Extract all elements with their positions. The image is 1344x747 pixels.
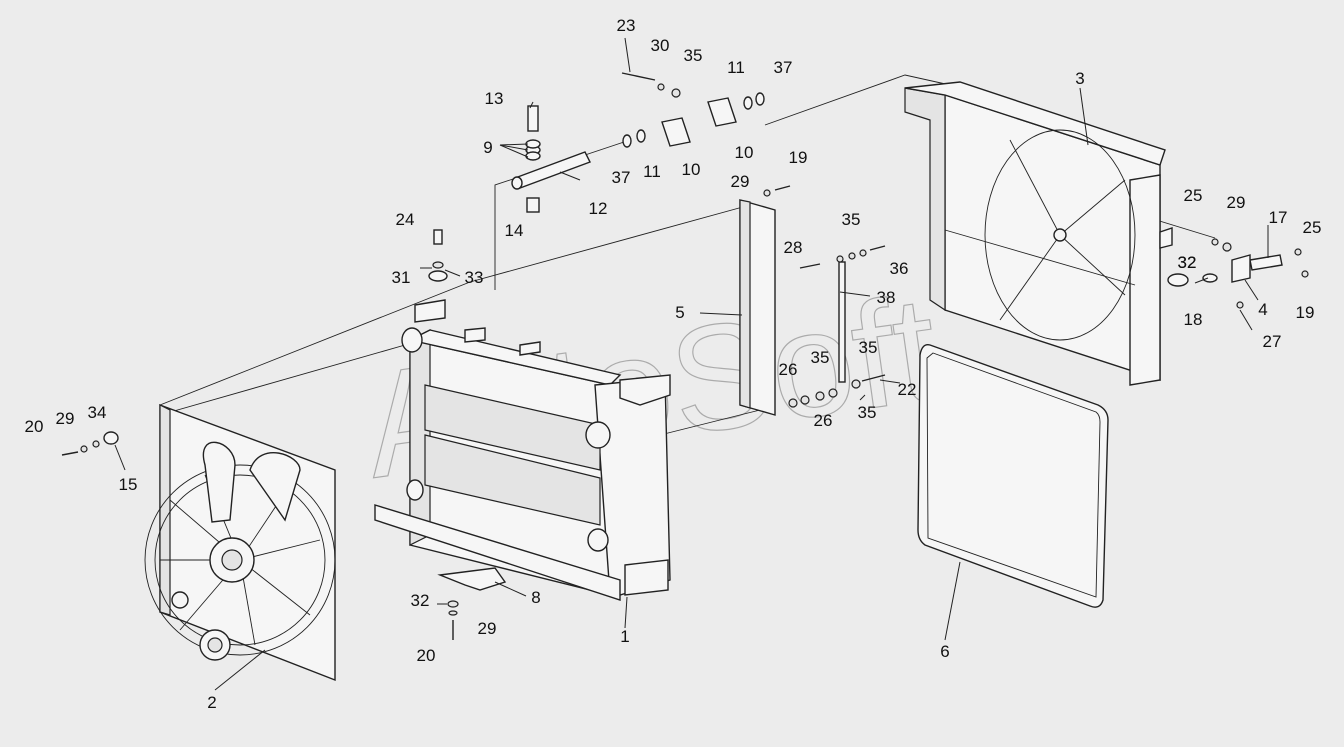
callout-6: 6 [940,642,949,661]
callout-17: 17 [1269,208,1288,227]
callout-12: 12 [589,199,608,218]
callout-35: 35 [859,338,878,357]
bolt-group-left [61,431,119,456]
callout-3: 3 [1075,69,1084,88]
latch-part-17 [1202,238,1309,309]
callout-35: 35 [842,210,861,229]
assembly-axis-lines [159,74,1216,441]
callout-25: 25 [1184,186,1203,205]
callout-19: 19 [789,148,808,167]
fan-shroud-assembly [144,403,336,682]
rod-part-38 [838,261,846,383]
callout-25: 25 [1303,218,1322,237]
frame-part-3 [904,81,1189,386]
callout-35: 35 [684,46,703,65]
callout-5: 5 [675,303,684,322]
callout-13: 13 [485,89,504,108]
callout-29: 29 [731,172,750,191]
callout-11: 11 [643,162,661,181]
callout-32: 32 [1178,253,1197,272]
callout-2: 2 [207,693,216,712]
callout-29: 29 [1227,193,1246,212]
callout-29: 29 [478,619,497,638]
callout-8: 8 [531,588,540,607]
leader-lines [114,37,1269,691]
callout-26: 26 [779,360,798,379]
callout-34: 34 [88,403,107,422]
callout-15: 15 [119,475,138,494]
callout-32: 32 [411,591,430,610]
callout-32: 32 [1178,253,1197,272]
callout-10: 10 [735,143,754,162]
callout-35: 35 [811,348,830,367]
callout-38: 38 [877,288,896,307]
callout-35: 35 [858,403,877,422]
callout-30: 30 [651,36,670,55]
callout-37: 37 [612,168,631,187]
callout-33: 33 [465,268,484,287]
callout-11: 11 [727,58,745,77]
callout-23: 23 [617,16,636,35]
callout-18: 18 [1184,310,1203,329]
callout-20: 20 [25,417,44,436]
callout-26: 26 [814,411,833,430]
seal-part-6 [917,344,1109,608]
callout-28: 28 [784,238,803,257]
bracket-part-8 [437,567,507,591]
bolt-part-24 [428,229,448,282]
bolt-group-bottom [447,600,459,640]
callout-27: 27 [1263,332,1282,351]
callout-10: 10 [682,160,701,179]
callout-19: 19 [1296,303,1315,322]
callout-1: 1 [620,627,629,646]
side-plate-part-5 [739,199,776,416]
callout-37: 37 [774,58,793,77]
callout-9: 9 [483,138,492,157]
callout-29: 29 [56,409,75,428]
radiator-assembly [374,299,671,601]
callout-14: 14 [505,221,524,240]
washer-stack [763,185,886,408]
callout-4: 4 [1258,300,1267,319]
callout-20: 20 [417,646,436,665]
callout-24: 24 [396,210,415,229]
callout-31: 31 [392,268,411,287]
tube-part-12 [511,72,765,213]
callout-22: 22 [898,380,917,399]
callout-36: 36 [890,259,909,278]
